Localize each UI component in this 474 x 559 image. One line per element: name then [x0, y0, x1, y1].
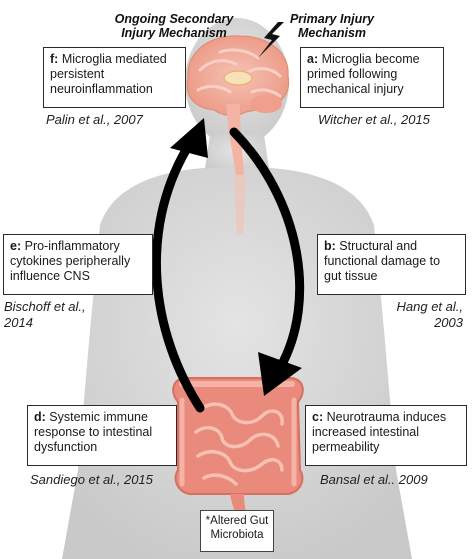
arrow-head-down	[258, 352, 302, 396]
intestines	[172, 377, 304, 520]
box-e: e: Pro-inflammatory cytokines peripheral…	[3, 234, 153, 295]
arrow-head-up	[170, 118, 208, 158]
box-b-text: Structural and functional damage to gut …	[324, 239, 441, 283]
arrow-brain-to-gut	[229, 127, 305, 373]
citation-e: Bischoff et al., 2014	[4, 299, 86, 330]
box-f-text: Microglia mediated persistent neuroinfla…	[50, 52, 167, 96]
citation-b: Hang et al., 2003	[396, 299, 464, 330]
box-c-text: Neurotrauma induces increased intestinal…	[312, 410, 447, 454]
box-e-letter: e:	[10, 239, 22, 253]
citation-d: Sandiego et al., 2015	[30, 472, 153, 487]
citation-c: Bansal et al.. 2009	[320, 472, 428, 487]
brain	[186, 35, 290, 235]
altered-gut-microbiota-label: *Altered Gut Microbiota	[200, 510, 274, 552]
box-a-text: Microglia become primed following mechan…	[307, 52, 420, 96]
box-c-letter: c:	[312, 410, 324, 424]
box-f-letter: f:	[50, 52, 59, 66]
box-a: a: Microglia become primed following mec…	[300, 47, 444, 108]
arrow-gut-to-brain	[152, 145, 205, 413]
citation-a: Witcher et al., 2015	[318, 112, 430, 127]
box-f: f: Microglia mediated persistent neuroin…	[43, 47, 186, 108]
box-d-letter: d:	[34, 410, 46, 424]
cycle-arrows	[152, 127, 305, 413]
citation-f: Palin et al., 2007	[46, 112, 143, 127]
box-b: b: Structural and functional damage to g…	[317, 234, 466, 295]
box-d: d: Systemic immune response to intestina…	[27, 405, 177, 466]
box-e-text: Pro-inflammatory cytokines peripherally …	[10, 239, 131, 283]
box-a-letter: a:	[307, 52, 319, 66]
box-c: c: Neurotrauma induces increased intesti…	[305, 405, 467, 466]
box-b-letter: b:	[324, 239, 336, 253]
secondary-injury-heading: Ongoing Secondary Injury Mechanism	[114, 12, 234, 40]
primary-injury-heading: Primary Injury Mechanism	[289, 12, 375, 40]
box-d-text: Systemic immune response to intestinal d…	[34, 410, 153, 454]
